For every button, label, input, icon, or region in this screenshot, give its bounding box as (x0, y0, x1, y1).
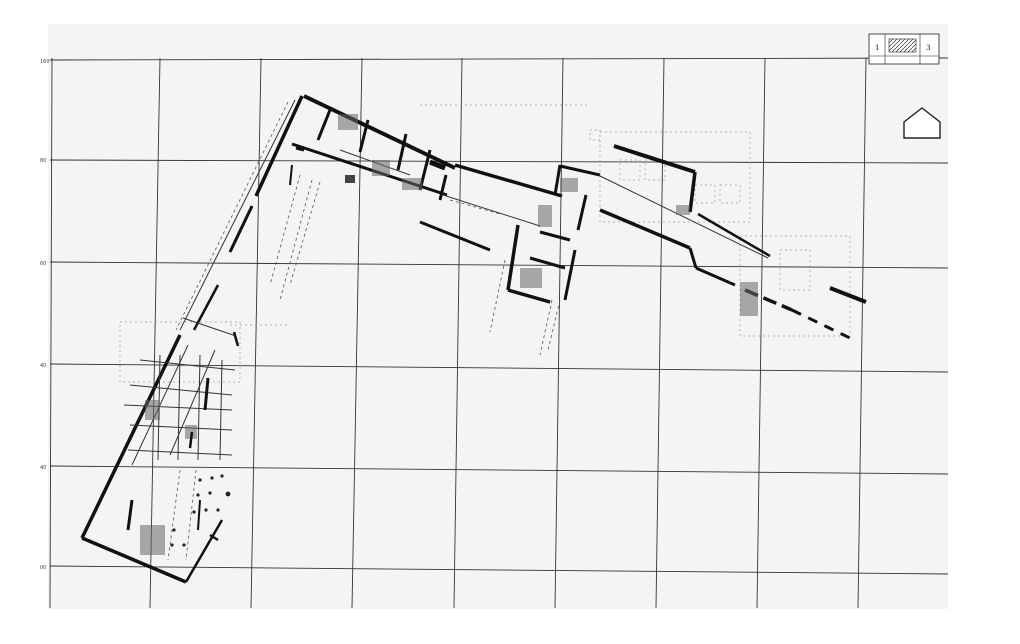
grid-line (49, 57, 53, 609)
margin-label: 40 (40, 363, 46, 369)
margin-label: 160 (40, 59, 50, 65)
grid-line (453, 57, 463, 609)
sheet-key-label-right: 3 (926, 44, 930, 52)
grid-line (655, 57, 665, 609)
grid-line (756, 57, 766, 609)
grid-line (250, 57, 262, 609)
margin-label: 80 (40, 158, 46, 164)
margin-label: 00 (40, 565, 46, 571)
grid-line (149, 57, 161, 609)
grid-line (857, 57, 867, 609)
excavation-plan (80, 94, 867, 584)
survey-grid (49, 57, 949, 609)
north-block (269, 94, 456, 301)
paper-sheet (48, 24, 948, 609)
margin-label: 60 (40, 261, 46, 267)
sheet-key-highlight (888, 38, 917, 53)
grid-line (49, 465, 949, 475)
margin-label: 40 (40, 465, 46, 471)
faint-outlines (119, 104, 851, 383)
grid-line (49, 565, 949, 575)
grid-line (49, 261, 949, 269)
west-wing-walls (80, 95, 304, 584)
sheet-key: 1 3 (868, 33, 940, 65)
central-block (419, 163, 601, 356)
column-dots (170, 474, 231, 547)
south-room-grid (123, 344, 236, 561)
grid-line (49, 159, 949, 164)
grid-line (554, 57, 564, 609)
margin-labels: 160 80 60 40 40 00 (40, 59, 50, 571)
grid-line (49, 57, 949, 61)
sheet-key-label-left: 1 (875, 44, 879, 52)
north-arrow-icon (903, 107, 941, 139)
east-wing (597, 144, 867, 340)
